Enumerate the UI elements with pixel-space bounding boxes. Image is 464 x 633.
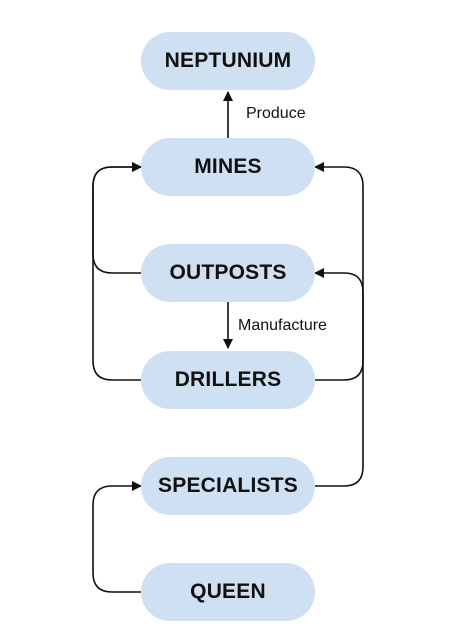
node-specialists-label: SPECIALISTS: [158, 474, 298, 497]
node-mines: MINES: [141, 138, 315, 196]
node-queen: QUEEN: [141, 563, 315, 621]
edge-label-manufacture: Manufacture: [238, 317, 327, 334]
node-queen-label: QUEEN: [190, 580, 266, 603]
node-outposts-label: OUTPOSTS: [169, 261, 287, 284]
node-outposts: OUTPOSTS: [141, 244, 315, 302]
node-drillers-label: DRILLERS: [174, 368, 282, 391]
node-drillers: DRILLERS: [141, 351, 315, 409]
edge-drillers-to-mines: [92, 162, 142, 381]
edge-queen-to-specialists: [92, 481, 142, 593]
node-specialists: SPECIALISTS: [141, 457, 315, 515]
edge-label-produce: Produce: [246, 105, 306, 122]
edge-specialists-to-mines: [314, 162, 364, 487]
node-neptunium: NEPTUNIUM: [141, 32, 315, 90]
node-neptunium-label: NEPTUNIUM: [164, 49, 292, 72]
node-mines-label: MINES: [194, 155, 262, 178]
edge-outposts-to-mines: [92, 162, 142, 274]
